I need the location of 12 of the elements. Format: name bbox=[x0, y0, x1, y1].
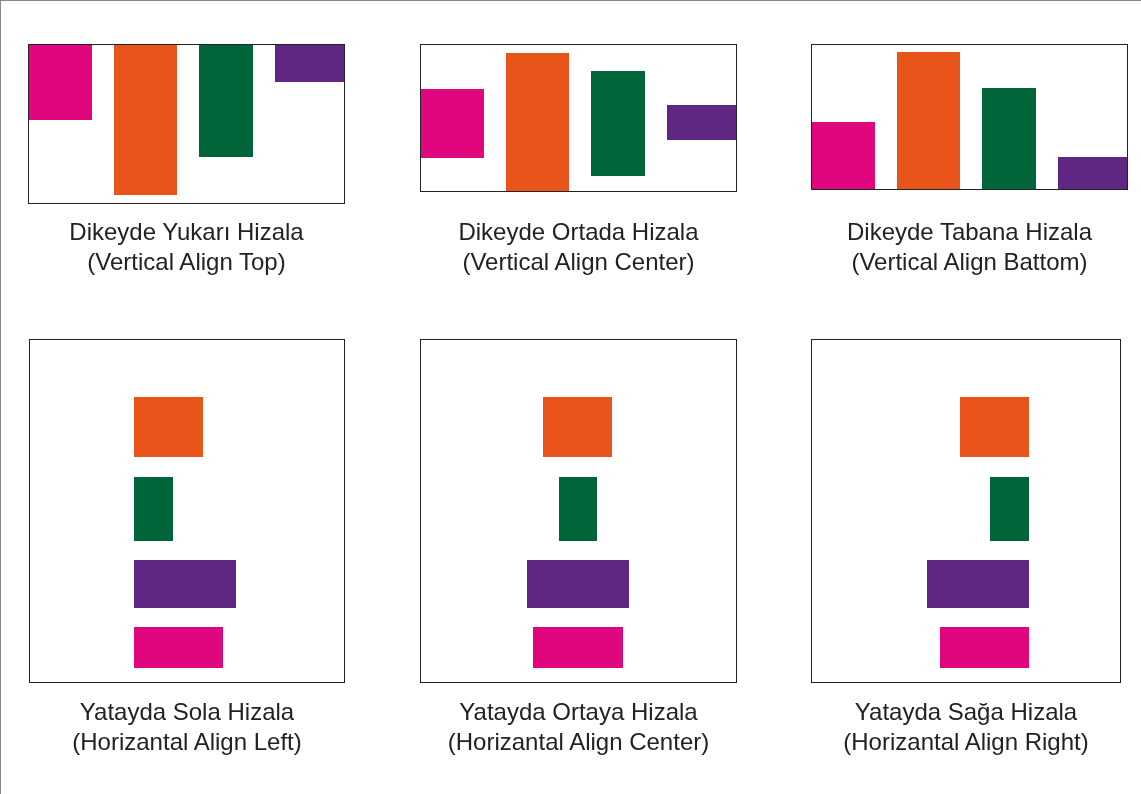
caption-text: Dikeyde Ortada Hizala bbox=[457, 218, 700, 246]
caption-text: (Vertical Align Center) bbox=[461, 248, 696, 276]
caption-text: Dikeyde Tabana Hizala bbox=[845, 218, 1093, 246]
caption-text: Dikeyde Yukarı Hizala bbox=[68, 218, 305, 246]
caption-text: (Vertical Align Battom) bbox=[850, 248, 1089, 276]
caption-text: (Horizantal Align Right) bbox=[842, 728, 1090, 756]
caption-text: Yatayda Ortaya Hizala bbox=[458, 698, 699, 726]
caption-text: (Vertical Align Top) bbox=[86, 248, 287, 276]
caption-text: Yatayda Sağa Hizala bbox=[853, 698, 1079, 726]
caption-text: (Horizantal Align Center) bbox=[446, 728, 711, 756]
caption-text: Yatayda Sola Hizala bbox=[78, 698, 296, 726]
caption-text: (Horizantal Align Left) bbox=[71, 728, 303, 756]
